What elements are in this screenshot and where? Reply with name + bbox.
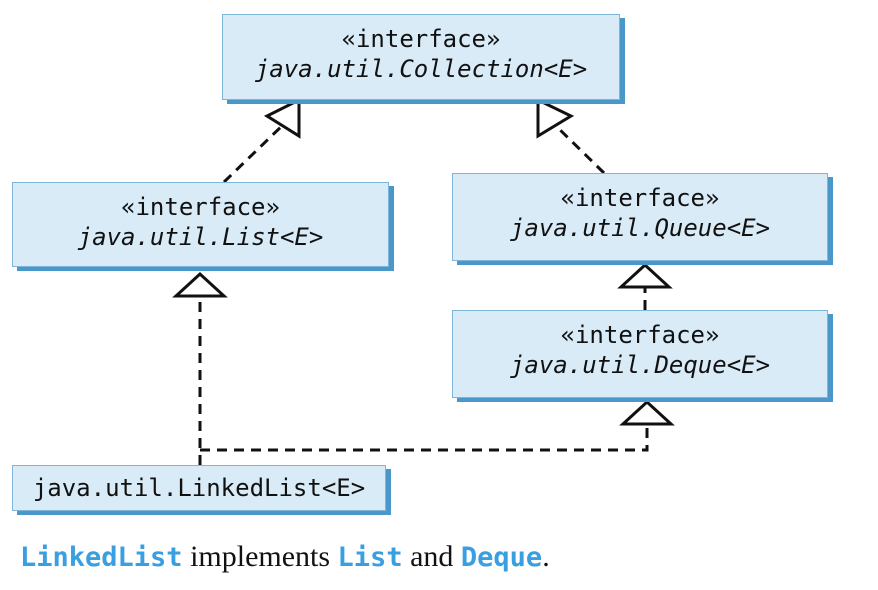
figure-caption: LinkedList implements List and Deque.	[20, 540, 550, 574]
list-name: java.util.List<E>	[77, 223, 324, 251]
edge-linkedlist-to-deque	[200, 424, 649, 452]
arrowhead-linkedlist-deque	[619, 399, 675, 426]
deque-interface-box: «interface» java.util.Deque<E>	[452, 310, 828, 398]
deque-stereotype: «interface»	[560, 321, 720, 349]
arrowhead-linkedlist-list	[172, 271, 228, 298]
caption-text-and: and	[402, 540, 461, 573]
caption-interface-deque: Deque	[460, 542, 543, 573]
caption-text-implements: implements	[182, 540, 338, 573]
caption-interface-list: List	[337, 542, 403, 573]
edge-queue-to-collection	[549, 119, 606, 175]
caption-class-name: LinkedList	[20, 542, 183, 573]
arrowhead-queue-collection	[536, 97, 575, 139]
arrowhead-list-collection	[263, 97, 301, 139]
arrowhead-deque-queue	[617, 262, 673, 289]
linkedlist-name: java.util.LinkedList<E>	[32, 474, 366, 502]
list-interface-box: «interface» java.util.List<E>	[12, 182, 389, 267]
deque-name: java.util.Deque<E>	[509, 351, 771, 379]
queue-name: java.util.Queue<E>	[509, 214, 771, 242]
list-stereotype: «interface»	[121, 193, 280, 221]
linkedlist-class-box: java.util.LinkedList<E>	[12, 465, 386, 511]
collection-stereotype: «interface»	[341, 25, 501, 53]
queue-stereotype: «interface»	[560, 184, 720, 212]
collection-name: java.util.Collection<E>	[254, 55, 588, 83]
collection-interface-box: «interface» java.util.Collection<E>	[222, 14, 620, 100]
caption-period: .	[542, 540, 550, 573]
edge-list-to-collection	[222, 119, 289, 184]
queue-interface-box: «interface» java.util.Queue<E>	[452, 173, 828, 261]
